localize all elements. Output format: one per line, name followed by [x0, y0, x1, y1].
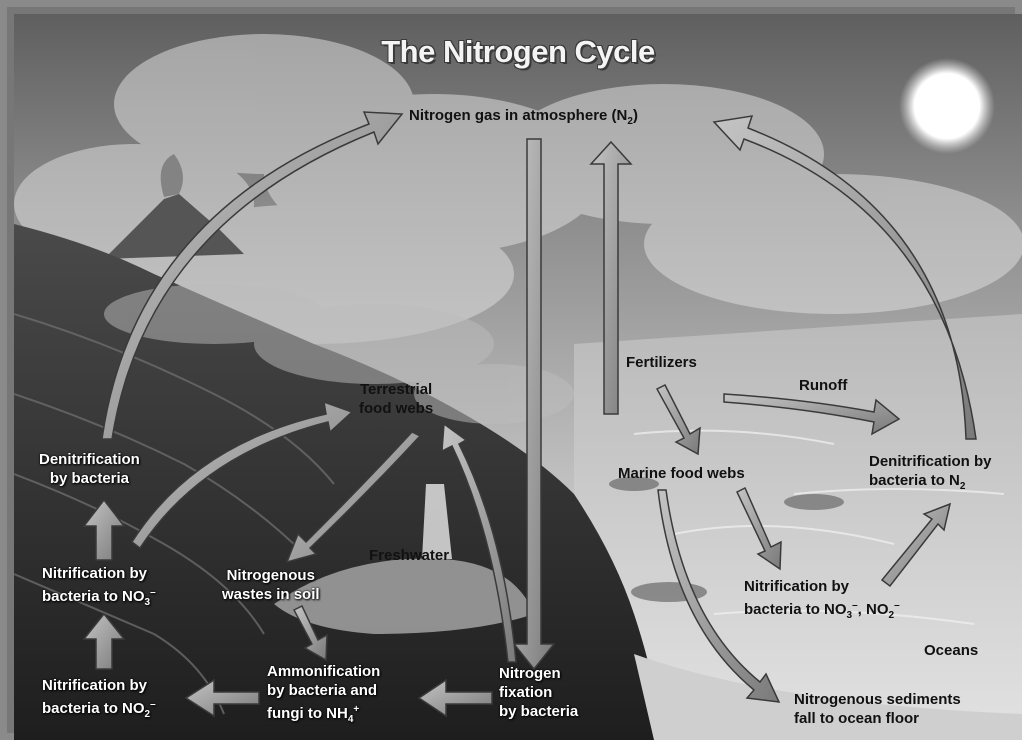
arrow-denit-to-atmosphere	[101, 111, 404, 440]
label-nitrogen-fixation: Nitrogen fixation by bacteria	[499, 665, 579, 720]
label-freshwater: Freshwater	[369, 547, 450, 564]
label-runoff: Runoff	[799, 377, 848, 394]
scene-illustration	[14, 34, 1022, 740]
label-denitrification-ocean: Denitrification by bacteria to N2	[869, 453, 992, 492]
arrow-no3-to-denit	[82, 498, 126, 561]
volcano	[104, 194, 244, 259]
arrow-terrestrial-to-wastes	[285, 431, 422, 564]
arrow-fixation-to-terrestrial	[441, 422, 517, 663]
arrow-marine-to-sediments	[657, 489, 781, 703]
arrow-fixation-to-ammonification	[417, 678, 493, 718]
arrow-marine-to-nitrification	[736, 486, 782, 571]
arrow-runoff	[723, 393, 901, 436]
label-nitrification-no2: Nitrification by bacteria to NO2–	[42, 677, 156, 720]
arrow-fertilizers-to-marine	[655, 383, 701, 456]
arrow-ocean-denit-to-atmosphere	[712, 115, 977, 440]
label-nitrification-no3: Nitrification by bacteria to NO3–	[42, 565, 156, 608]
arrow-no2-to-no3	[82, 612, 126, 670]
arrow-nitrification-to-ocean-denit	[880, 502, 952, 588]
diagram-title: The Nitrogen Cycle	[381, 34, 655, 69]
label-fertilizers: Fertilizers	[626, 354, 697, 371]
arrow-ammonification-to-nitrif-no2	[184, 678, 260, 718]
freshwater-lake	[274, 558, 534, 634]
label-ammonification: Ammonification by bacteria and fungi to …	[267, 663, 381, 725]
label-nitrogenous-wastes: Nitrogenous wastes in soil	[222, 567, 320, 603]
label-terrestrial-food-webs: Terrestrial food webs	[359, 381, 434, 417]
label-denitrification-land: Denitrification by bacteria	[39, 451, 140, 487]
label-marine-food-webs: Marine food webs	[618, 465, 745, 482]
arrow-atmosphere-to-fixation	[512, 138, 556, 671]
cycle-arrows	[82, 111, 977, 718]
arrow-wastes-to-ammonification	[292, 604, 328, 662]
label-atmosphere: Nitrogen gas in atmosphere (N2)	[409, 107, 638, 127]
nitrogen-cycle-scene: The Nitrogen Cycle Nitrogen gas in atmos…	[14, 14, 1022, 740]
label-oceans: Oceans	[924, 642, 979, 659]
arrow-fertilizers-to-atmosphere	[589, 140, 633, 415]
label-nitrification-ocean: Nitrification by bacteria to NO3–, NO2–	[744, 578, 900, 621]
arrow-nitrification-to-terrestrial	[130, 400, 354, 550]
label-nitrogenous-sediments: Nitrogenous sediments fall to ocean floo…	[794, 691, 961, 727]
